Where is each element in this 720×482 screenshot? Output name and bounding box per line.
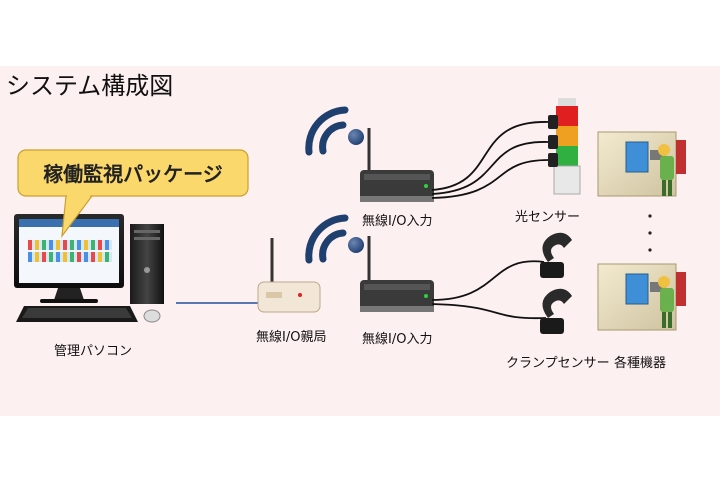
screen-stripe: [70, 240, 74, 250]
wireless-base-station-icon: [257, 238, 321, 313]
screen-stripe: [91, 252, 95, 262]
screen-stripe: [70, 252, 74, 262]
screen-stripe: [49, 252, 53, 262]
screen-stripe: [84, 252, 88, 262]
screen-stripe: [84, 240, 88, 250]
screen-stripe: [91, 240, 95, 250]
sensor-cables: [431, 121, 549, 320]
screen-stripe: [77, 252, 81, 262]
label-pc: 管理パソコン: [54, 344, 133, 359]
machine-tool-worker-icon-top: [597, 131, 686, 197]
screen-stripe: [56, 240, 60, 250]
wireless-io-unit-icon-top: [360, 128, 434, 202]
wifi-signal-icon-top: [305, 106, 364, 156]
screen-stripe: [77, 240, 81, 250]
ellipsis-dots: [648, 214, 652, 252]
label-parent-station: 無線I/O親局: [256, 330, 327, 345]
label-io-bottom: 無線I/O入力: [362, 332, 433, 347]
wifi-signal-icon-bottom: [305, 214, 364, 264]
diagram-title: システム構成図: [6, 72, 174, 100]
screen-stripe: [42, 252, 46, 262]
screen-stripe: [105, 252, 109, 262]
screen-stripe: [105, 240, 109, 250]
callout-text: 稼働監視パッケージ: [43, 161, 223, 186]
label-io-top: 無線I/O入力: [362, 214, 433, 229]
callout-bubble: [17, 149, 249, 239]
signal-tower-light-icon: [548, 98, 581, 195]
screen-stripe: [28, 240, 32, 250]
label-machines: 各種機器: [614, 356, 667, 371]
wireless-io-unit-icon-bottom: [360, 236, 434, 312]
machine-tool-worker-icon-bottom: [597, 263, 686, 331]
screen-stripe: [56, 252, 60, 262]
screen-stripe: [42, 240, 46, 250]
screen-stripe: [35, 240, 39, 250]
label-clamp-sensor: クランプセンサー: [506, 356, 610, 371]
screen-stripe: [28, 252, 32, 262]
screen-stripe: [63, 252, 67, 262]
screen-stripe: [63, 240, 67, 250]
screen-chart: [28, 240, 112, 262]
screen-stripe: [98, 240, 102, 250]
pc-icon: [14, 214, 164, 323]
clamp-sensor-icon: [540, 232, 572, 334]
label-light-sensor: 光センサー: [515, 210, 581, 225]
screen-stripe: [35, 252, 39, 262]
screen-stripe: [49, 240, 53, 250]
screen-stripe: [98, 252, 102, 262]
